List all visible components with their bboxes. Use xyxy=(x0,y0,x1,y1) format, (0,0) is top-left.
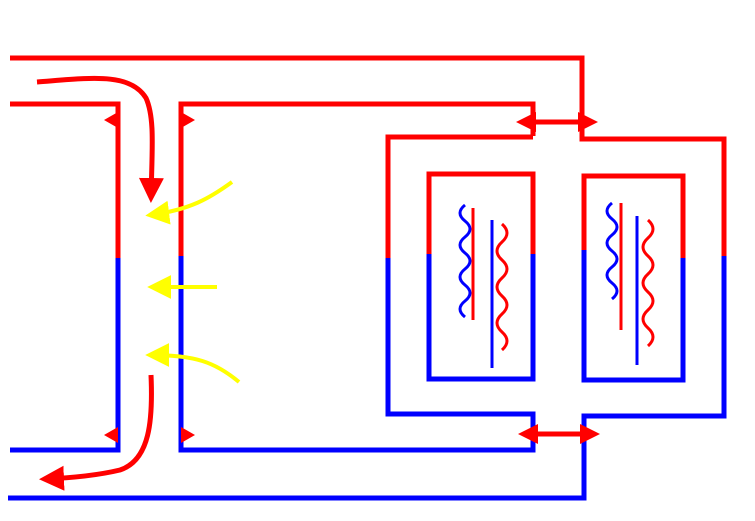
exchanger-housing-left xyxy=(385,134,536,432)
arrowhead-icon xyxy=(181,112,195,128)
supply-pipe-outer xyxy=(10,55,585,122)
arrowhead-icon xyxy=(181,427,195,443)
chamber-walls xyxy=(178,101,536,453)
junction-markers xyxy=(104,112,600,444)
coil-unit-right xyxy=(581,173,686,383)
exchanger-housing-right xyxy=(579,122,727,435)
arrowhead-icon xyxy=(104,112,118,128)
flow-arrows-yellow xyxy=(145,180,241,384)
coil-set-left xyxy=(458,203,509,368)
flow-arrows-red xyxy=(36,75,164,491)
arrowhead-pair-icon xyxy=(516,112,598,132)
arrow-icon xyxy=(145,343,241,384)
arrow-icon xyxy=(36,75,164,203)
wavy-line-icon xyxy=(605,201,619,301)
wavy-line-icon xyxy=(641,218,655,348)
arrow-icon xyxy=(39,374,154,491)
arrow-icon xyxy=(145,180,234,225)
wavy-line-icon xyxy=(458,203,472,319)
coil-set-right xyxy=(605,201,655,365)
left-duct-wall xyxy=(10,101,121,453)
coil-unit-left xyxy=(426,171,536,382)
return-pipe-outer xyxy=(8,435,587,501)
wavy-line-icon xyxy=(495,222,509,352)
arrowhead-icon xyxy=(104,427,118,443)
arrowhead-pair-icon xyxy=(518,424,600,444)
